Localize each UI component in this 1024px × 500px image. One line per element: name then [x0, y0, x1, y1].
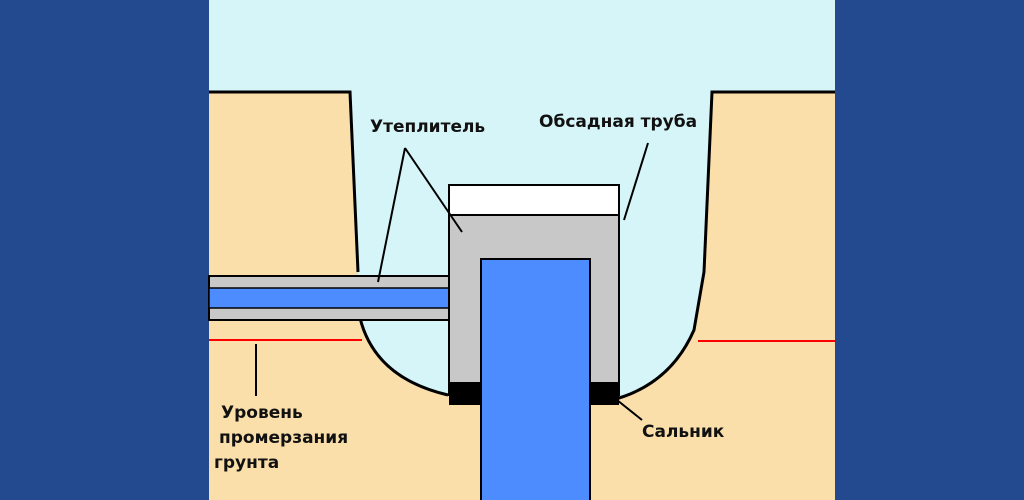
- seal-left: [449, 382, 482, 405]
- label-frost-level-line3: грунта: [214, 453, 279, 473]
- label-casing-pipe: Обсадная труба: [539, 112, 697, 132]
- label-seal: Сальник: [642, 422, 725, 442]
- soil-ground-right: [594, 92, 835, 500]
- seal-right: [590, 382, 619, 405]
- label-frost-level-line2: промерзания: [219, 428, 348, 448]
- pit-outline-left: [209, 90, 449, 397]
- leader-insulation-casing: [404, 147, 463, 233]
- horizontal-water-pipe: [208, 287, 488, 309]
- right-margin: [835, 0, 1024, 500]
- label-insulation: Утеплитель: [370, 117, 485, 137]
- leader-insulation-pipe: [377, 147, 406, 283]
- left-margin: [0, 0, 209, 500]
- vertical-water-pipe: [480, 258, 591, 500]
- leader-casing-pipe: [623, 142, 649, 221]
- leader-seal: [616, 399, 643, 421]
- pit-outline-right: [611, 90, 835, 402]
- casing-cap: [448, 184, 620, 216]
- label-frost-level-line1: Уровень: [221, 403, 303, 423]
